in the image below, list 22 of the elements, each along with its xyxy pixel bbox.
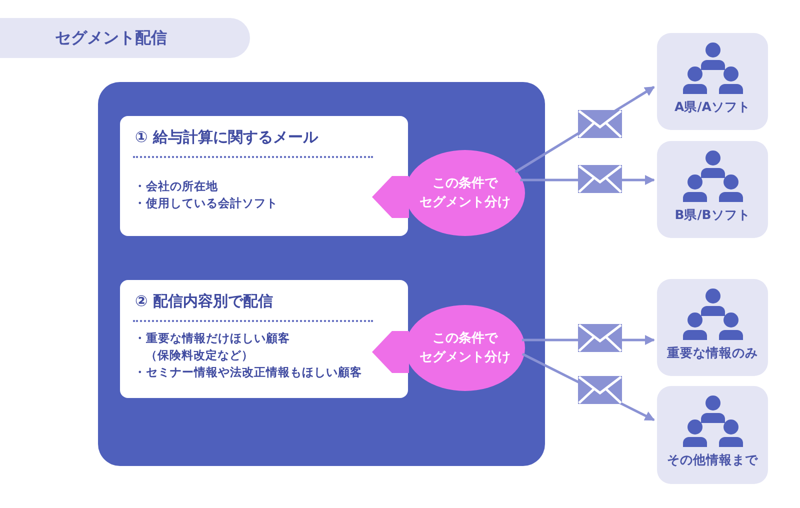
pointer-arrow bbox=[372, 176, 409, 218]
audience-label: A県/Aソフト bbox=[674, 99, 752, 116]
audience-card bbox=[657, 386, 768, 484]
bullet-text: ・セミナー情報や法改正情報もほしい顧客 bbox=[134, 364, 363, 381]
title-banner: セグメント配信 bbox=[0, 18, 250, 58]
bullet-text: ・重要な情報だけほしい顧客（保険料改定など） bbox=[134, 330, 291, 364]
bubble-text: この条件でセグメント分け bbox=[418, 330, 512, 367]
card-heading: ② 配信内容別で配信 bbox=[135, 292, 273, 311]
pointer-arrow bbox=[372, 331, 409, 373]
audience-card bbox=[657, 141, 768, 238]
audience-label: その他情報まで bbox=[666, 452, 759, 469]
audience-label: 重要な情報のみ bbox=[666, 345, 759, 362]
card-heading: ① 給与計算に関するメール bbox=[135, 128, 318, 147]
content-card bbox=[120, 280, 408, 398]
audience-card bbox=[657, 279, 768, 376]
bullet-text: ・会社の所在地 bbox=[134, 178, 219, 195]
audience-card bbox=[657, 33, 768, 130]
panel-background bbox=[98, 82, 545, 466]
bubble-text: この条件でセグメント分け bbox=[418, 175, 512, 212]
content-card bbox=[120, 116, 408, 236]
audience-label: B県/Bソフト bbox=[674, 207, 752, 224]
bullet-text: ・使用している会計ソフト bbox=[134, 195, 279, 212]
